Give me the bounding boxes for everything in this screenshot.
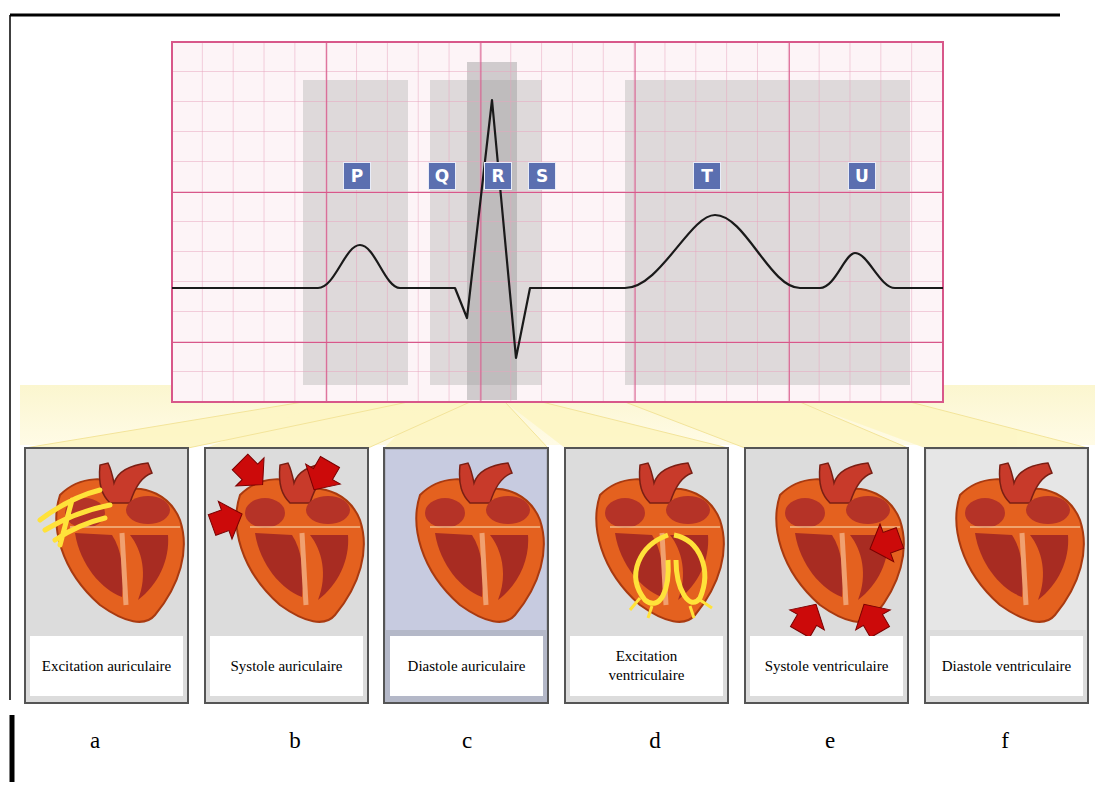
phase-caption: Excitation ventriculaire xyxy=(570,636,723,696)
panel-letter: c xyxy=(462,728,472,754)
panel-letter: b xyxy=(289,728,301,754)
caption-text: Systole auriculaire xyxy=(230,657,342,676)
caption-text: Excitation ventriculaire xyxy=(576,647,717,685)
phase-caption: Systole ventriculaire xyxy=(750,636,903,696)
wave-letter: R xyxy=(491,166,504,186)
panel-letter: a xyxy=(90,728,100,754)
panel-letter: d xyxy=(649,728,661,754)
wave-badge: P xyxy=(343,162,371,190)
caption-text: Excitation auriculaire xyxy=(42,657,172,676)
wave-letter: P xyxy=(351,166,363,186)
caption-text: Systole ventriculaire xyxy=(765,657,889,676)
wave-letter: S xyxy=(536,166,548,186)
wave-letter: Q xyxy=(435,166,449,186)
wave-letter: T xyxy=(701,166,713,186)
phase-caption: Diastole ventriculaire xyxy=(930,636,1083,696)
wave-badge: T xyxy=(693,162,721,190)
panel-letter: f xyxy=(1001,728,1009,754)
wave-letter: U xyxy=(855,166,869,186)
wave-badge: U xyxy=(848,162,876,190)
wave-badge: Q xyxy=(428,162,456,190)
wave-badge: R xyxy=(484,162,512,190)
phase-caption: Systole auriculaire xyxy=(210,636,363,696)
caption-text: Diastole ventriculaire xyxy=(942,657,1072,676)
panel-letter: e xyxy=(825,728,835,754)
caption-text: Diastole auriculaire xyxy=(408,657,526,676)
phase-caption: Excitation auriculaire xyxy=(30,636,183,696)
wave-badge: S xyxy=(528,162,556,190)
phase-caption: Diastole auriculaire xyxy=(390,636,543,696)
